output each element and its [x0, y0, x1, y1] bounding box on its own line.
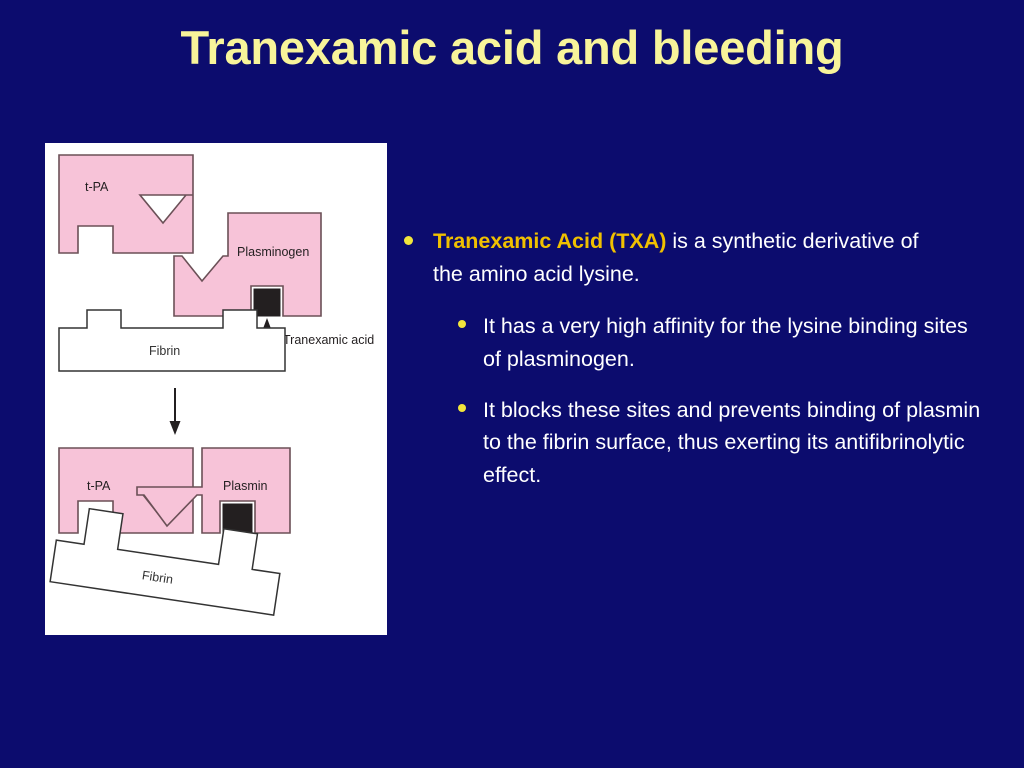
fibrin-middle-shape: [58, 309, 286, 372]
fibrin-bottom-group: Fibrin: [49, 507, 281, 616]
plasminogen-label: Plasminogen: [237, 245, 309, 259]
mechanism-figure: Tranexamic acid t-PA Plasminogen Fibrin …: [45, 143, 387, 635]
tranexamic-acid-block-top: [253, 288, 281, 317]
fibrin-middle-label: Fibrin: [149, 344, 180, 358]
bullet-text-1: Tranexamic Acid (TXA) is a synthetic der…: [433, 225, 933, 290]
plasmin-label: Plasmin: [223, 479, 268, 493]
tpa-top-label: t-PA: [85, 180, 109, 194]
bullet-marker-icon: [458, 403, 466, 412]
fibrin-bottom-shape: [49, 507, 281, 616]
slide-body-content: Tranexamic Acid (TXA) is a synthetic der…: [398, 225, 998, 510]
bullet-text-1-rest: is a synthetic derivative of the amino a…: [433, 229, 919, 286]
tranexamic-acid-label: Tranexamic acid: [283, 333, 374, 347]
bullet-item-3: It blocks these sites and prevents bindi…: [398, 394, 998, 492]
plasminogen-shape: [173, 212, 322, 317]
bullet-text-3: It blocks these sites and prevents bindi…: [483, 397, 981, 488]
bullet-marker-icon: [458, 320, 466, 329]
bullet-text-2: It has a very high affinity for the lysi…: [483, 314, 968, 372]
tpa-bottom-label: t-PA: [87, 479, 111, 493]
fibrin-bottom-label: Fibrin: [141, 568, 174, 586]
mechanism-figure-svg: Tranexamic acid t-PA Plasminogen Fibrin …: [49, 154, 374, 616]
plasmin-shape: [136, 447, 291, 534]
bullet-item-2: It has a very high affinity for the lysi…: [398, 310, 998, 375]
bullet-marker-icon: [404, 236, 413, 245]
process-arrow-down: [169, 388, 181, 435]
highlight-term-txa: Tranexamic Acid (TXA): [433, 229, 667, 253]
bullet-item-1: Tranexamic Acid (TXA) is a synthetic der…: [398, 225, 998, 290]
page-title: Tranexamic acid and bleeding: [180, 21, 844, 74]
tpa-top-shape: [58, 154, 194, 254]
